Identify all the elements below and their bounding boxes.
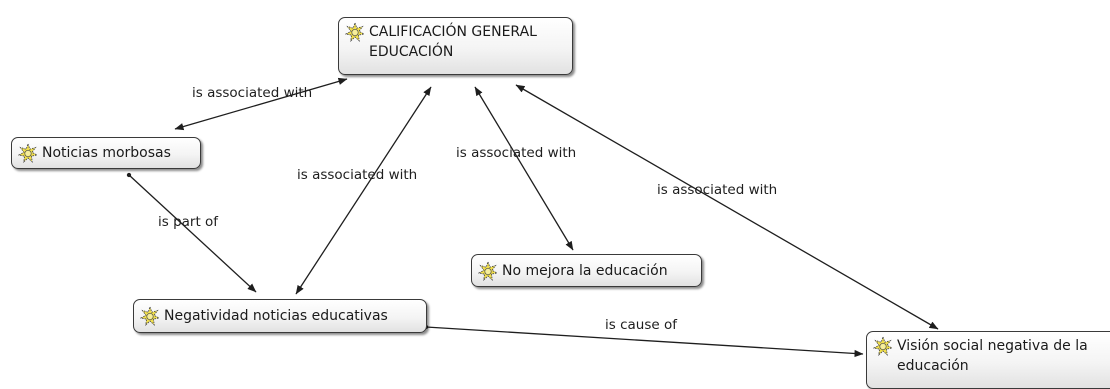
link-label-calificacion-vision: is associated with: [657, 182, 777, 198]
quotation-concept-icon: [140, 306, 160, 326]
node-noticias-morbosas[interactable]: Noticias morbosas: [11, 137, 201, 169]
quotation-concept-icon: [345, 22, 365, 42]
link-label-noticias-negatividad: is part of: [158, 214, 219, 230]
link-calificacion-negatividad[interactable]: [295, 86, 432, 295]
node-label-negatividad: Negatividad noticias educativas: [164, 308, 388, 324]
node-label-vision-social: Visión social negativa de la educación: [897, 338, 1088, 374]
link-noticias-negatividad[interactable]: [126, 172, 257, 293]
quotation-concept-icon: [873, 336, 893, 356]
quotation-concept-icon: [478, 260, 498, 281]
link-negatividad-vision[interactable]: [423, 324, 864, 358]
node-negatividad-noticias[interactable]: Negatividad noticias educativas: [133, 299, 427, 333]
node-calificacion-general[interactable]: CALIFICACIÓN GENERAL EDUCACIÓN: [338, 17, 573, 75]
node-label-no-mejora: No mejora la educación: [502, 262, 668, 279]
link-label-calificacion-nomejora: is associated with: [456, 145, 576, 161]
link-calificacion-nomejora[interactable]: [474, 86, 574, 251]
link-label-calificacion-noticias: is associated with: [192, 85, 312, 101]
quotation-concept-icon: [18, 143, 38, 163]
node-no-mejora[interactable]: No mejora la educación: [471, 254, 702, 287]
node-label-noticias-morbosas: Noticias morbosas: [42, 145, 171, 161]
node-label-calificacion: CALIFICACIÓN GENERAL EDUCACIÓN: [369, 24, 537, 60]
node-vision-social[interactable]: Visión social negativa de la educación: [866, 331, 1110, 389]
link-calificacion-vision[interactable]: [515, 84, 939, 330]
link-label-negatividad-vision: is cause of: [605, 317, 678, 333]
link-label-calificacion-negatividad: is associated with: [297, 167, 417, 183]
